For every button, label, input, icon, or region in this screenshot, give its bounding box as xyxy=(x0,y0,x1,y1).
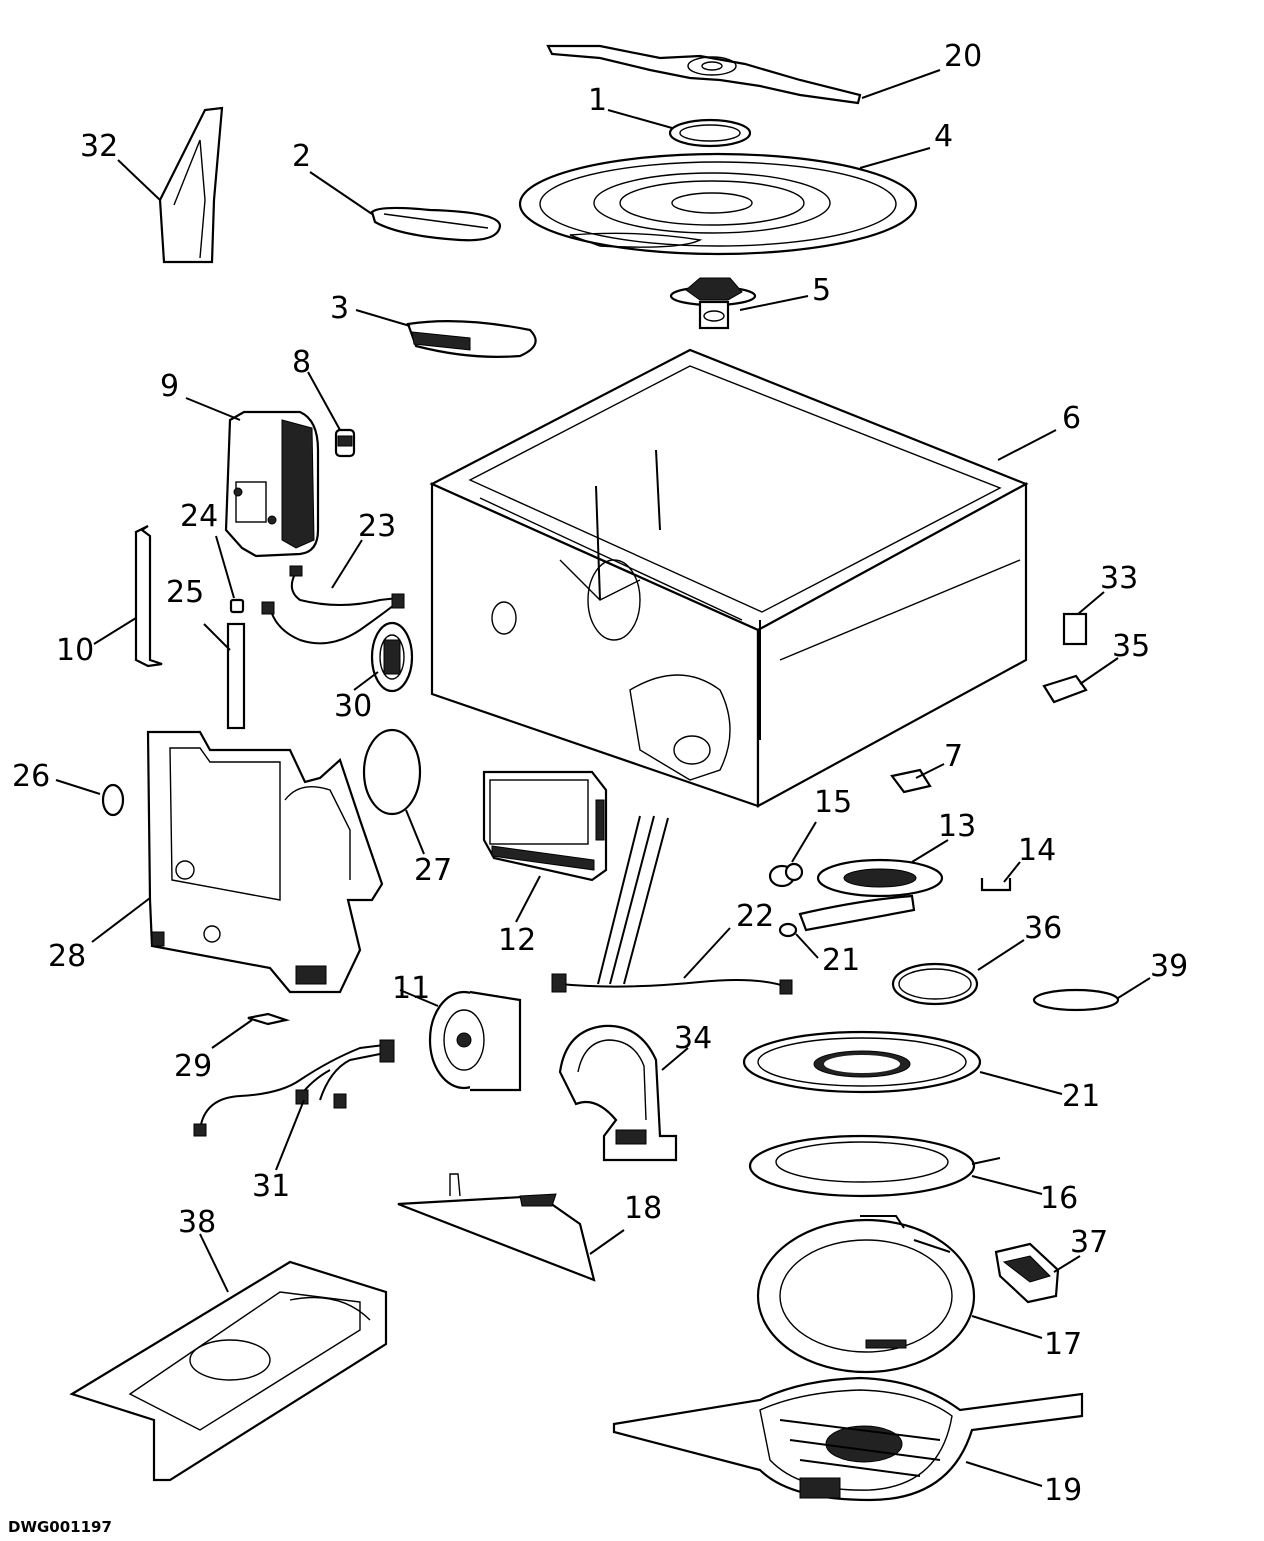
callout-22: 22 xyxy=(736,899,774,934)
part-18-panel xyxy=(397,1173,596,1282)
part-31-harness xyxy=(193,1039,395,1137)
part-34-bracket xyxy=(558,1024,678,1162)
callout-27: 27 xyxy=(414,853,452,888)
callout-38: 38 xyxy=(178,1205,216,1240)
part-4-dish xyxy=(518,152,918,256)
part-25-tube xyxy=(226,622,246,730)
part-17-frame xyxy=(756,1215,976,1374)
callout-30: 30 xyxy=(334,689,372,724)
part-2-filter xyxy=(370,206,502,242)
callout-17: 17 xyxy=(1044,1327,1082,1362)
part-38-base-tray xyxy=(69,1260,388,1482)
callout-4: 4 xyxy=(934,119,953,154)
callout-24: 24 xyxy=(180,499,218,534)
callout-19: 19 xyxy=(1044,1473,1082,1508)
callout-14: 14 xyxy=(1018,833,1056,868)
callout-21-lower: 21 xyxy=(1062,1079,1100,1114)
part-13-heater xyxy=(798,858,944,932)
callout-18: 18 xyxy=(624,1191,662,1226)
callout-36: 36 xyxy=(1024,911,1062,946)
part-5-impeller xyxy=(669,277,757,330)
part-20-spray-arm xyxy=(546,44,862,105)
callout-labels: 20 1 4 32 2 5 3 8 9 6 24 23 33 25 35 10 … xyxy=(12,39,1188,1508)
part-36-clamp xyxy=(891,962,979,1006)
part-28-side-panel xyxy=(146,730,384,994)
part-16-plate xyxy=(748,1134,1001,1198)
part-32-funnel xyxy=(158,106,224,264)
part-37-block xyxy=(994,1242,1060,1304)
part-6-tub xyxy=(429,348,1029,808)
part-3-tray xyxy=(406,320,537,358)
part-12-control-board xyxy=(482,770,608,882)
callout-16: 16 xyxy=(1040,1181,1078,1216)
part-1-ring xyxy=(668,118,752,148)
callout-21-upper: 21 xyxy=(822,943,860,978)
part-11-fan xyxy=(428,990,522,1092)
callout-32: 32 xyxy=(80,129,118,164)
part-19-base-pan xyxy=(612,1376,1084,1502)
callout-10: 10 xyxy=(56,633,94,668)
part-10-bracket xyxy=(134,525,163,668)
callout-8: 8 xyxy=(292,345,311,380)
callout-20: 20 xyxy=(944,39,982,74)
callout-25: 25 xyxy=(166,575,204,610)
part-22-cable xyxy=(551,815,793,995)
callout-39: 39 xyxy=(1150,949,1188,984)
callout-11: 11 xyxy=(392,971,430,1006)
callout-12: 12 xyxy=(498,923,536,958)
part-8-plug xyxy=(334,428,356,458)
callout-28: 28 xyxy=(48,939,86,974)
callout-3: 3 xyxy=(330,291,349,326)
part-39-ring xyxy=(1032,988,1120,1012)
callout-2: 2 xyxy=(292,139,311,174)
callout-37: 37 xyxy=(1070,1225,1108,1260)
callout-6: 6 xyxy=(1062,401,1081,436)
part-21-gasket xyxy=(742,1030,982,1094)
callout-34: 34 xyxy=(674,1021,712,1056)
part-33-plate xyxy=(1062,612,1088,646)
drawing-code: DWG001197 xyxy=(8,1518,112,1536)
callout-35: 35 xyxy=(1112,629,1150,664)
callout-23: 23 xyxy=(358,509,396,544)
callout-29: 29 xyxy=(174,1049,212,1084)
part-24-clip xyxy=(229,598,245,614)
part-30-wheel xyxy=(370,621,414,693)
part-26-o-ring xyxy=(101,783,125,817)
callout-26: 26 xyxy=(12,759,50,794)
part-21-grommet xyxy=(778,922,798,938)
part-15-cap xyxy=(768,862,804,888)
part-35-block xyxy=(1042,674,1088,704)
part-29-clip xyxy=(247,1012,291,1026)
callout-9: 9 xyxy=(160,369,179,404)
callout-5: 5 xyxy=(812,273,831,308)
part-14-clip xyxy=(980,878,1012,892)
callout-1: 1 xyxy=(588,83,607,118)
callout-33: 33 xyxy=(1100,561,1138,596)
leader-lines xyxy=(55,69,1151,1487)
callout-13: 13 xyxy=(938,809,976,844)
callout-31: 31 xyxy=(252,1169,290,1204)
part-9-dispenser xyxy=(224,410,320,558)
part-27-o-ring xyxy=(362,728,422,816)
part-23-harness xyxy=(261,565,405,645)
callout-15: 15 xyxy=(814,785,852,820)
callout-7: 7 xyxy=(944,739,963,774)
